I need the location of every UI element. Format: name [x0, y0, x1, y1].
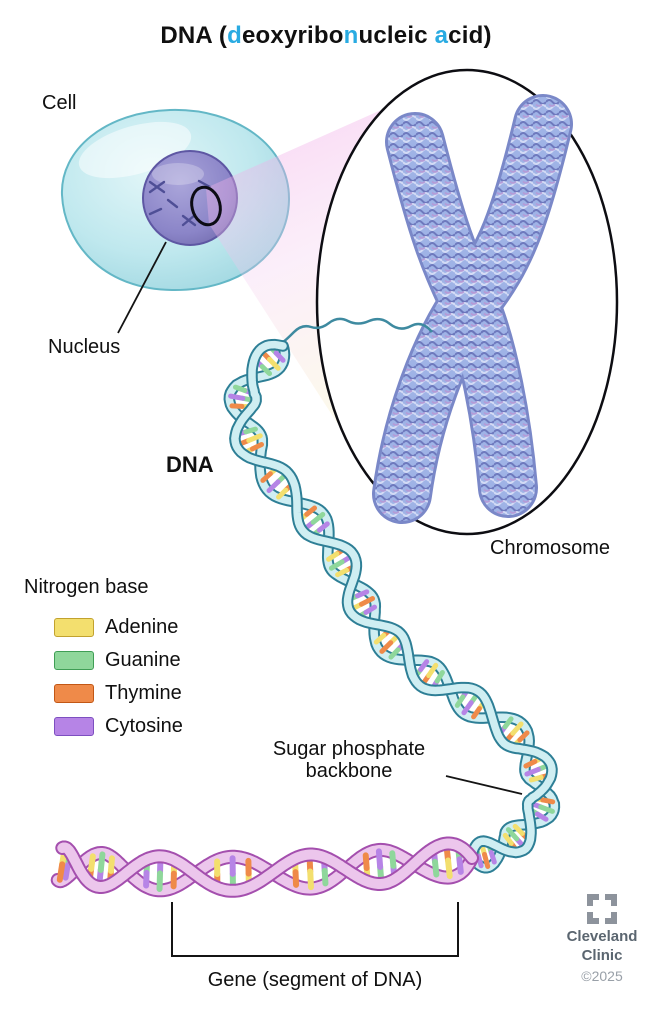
nucleus-leader-line — [117, 241, 167, 334]
title-text: eoxyribo — [241, 22, 344, 49]
legend-item-adenine: Adenine — [24, 611, 183, 644]
adenine-swatch — [54, 618, 94, 637]
guanine-label: Guanine — [105, 649, 181, 671]
cell-label: Cell — [42, 92, 77, 114]
brand-name-line2: Clinic — [581, 946, 623, 964]
sugar-phosphate-line1: Sugar phosphate — [272, 738, 426, 760]
copyright-text: ©2025 — [581, 967, 623, 984]
dna-helix-descending — [223, 338, 561, 874]
legend-item-cytosine: Cytosine — [24, 710, 183, 743]
cleveland-clinic-footer: Cleveland Clinic ©2025 — [556, 894, 648, 984]
chromosome-illustration — [372, 94, 573, 524]
gene-label: Gene (segment of DNA) — [207, 969, 423, 991]
thymine-swatch — [54, 684, 94, 703]
dna-label: DNA — [166, 452, 214, 477]
cytosine-label: Cytosine — [105, 715, 183, 737]
legend-title: Nitrogen base — [24, 576, 149, 598]
thymine-label: Thymine — [105, 682, 182, 704]
title-text: cid) — [448, 22, 492, 49]
gene-bracket — [171, 902, 459, 957]
cytosine-swatch — [54, 717, 94, 736]
magnifier-oval — [281, 68, 619, 536]
title-highlight-a: a — [434, 22, 449, 49]
chromosome-label: Chromosome — [490, 537, 611, 559]
dna-helix-gene-segment — [50, 836, 479, 898]
backbone-leader-line — [445, 775, 523, 795]
brand-name-line1: Cleveland — [566, 928, 638, 945]
cleveland-clinic-logo-icon — [587, 894, 617, 924]
dna-unwinding-squiggle — [281, 317, 433, 344]
page-title: DNA (deoxyribonucleic acid) — [0, 22, 652, 50]
title-text: DNA ( — [160, 22, 228, 49]
legend-item-guanine: Guanine — [24, 644, 183, 677]
nucleus-label: Nucleus — [48, 336, 121, 358]
adenine-label: Adenine — [105, 616, 179, 638]
sugar-phosphate-backbone-label: Sugar phosphate backbone — [250, 738, 448, 782]
title-highlight-n: n — [343, 22, 359, 49]
legend-item-thymine: Thymine — [24, 677, 183, 710]
guanine-swatch — [54, 651, 94, 670]
sugar-phosphate-line2: backbone — [305, 760, 393, 782]
nitrogen-base-legend: Nitrogen base Adenine Guanine Thymine Cy… — [24, 576, 183, 743]
title-highlight-d: d — [227, 22, 242, 49]
chromatin-squiggles — [148, 179, 212, 227]
title-text: ucleic — [358, 22, 435, 49]
zoom-source-oval — [190, 185, 222, 227]
